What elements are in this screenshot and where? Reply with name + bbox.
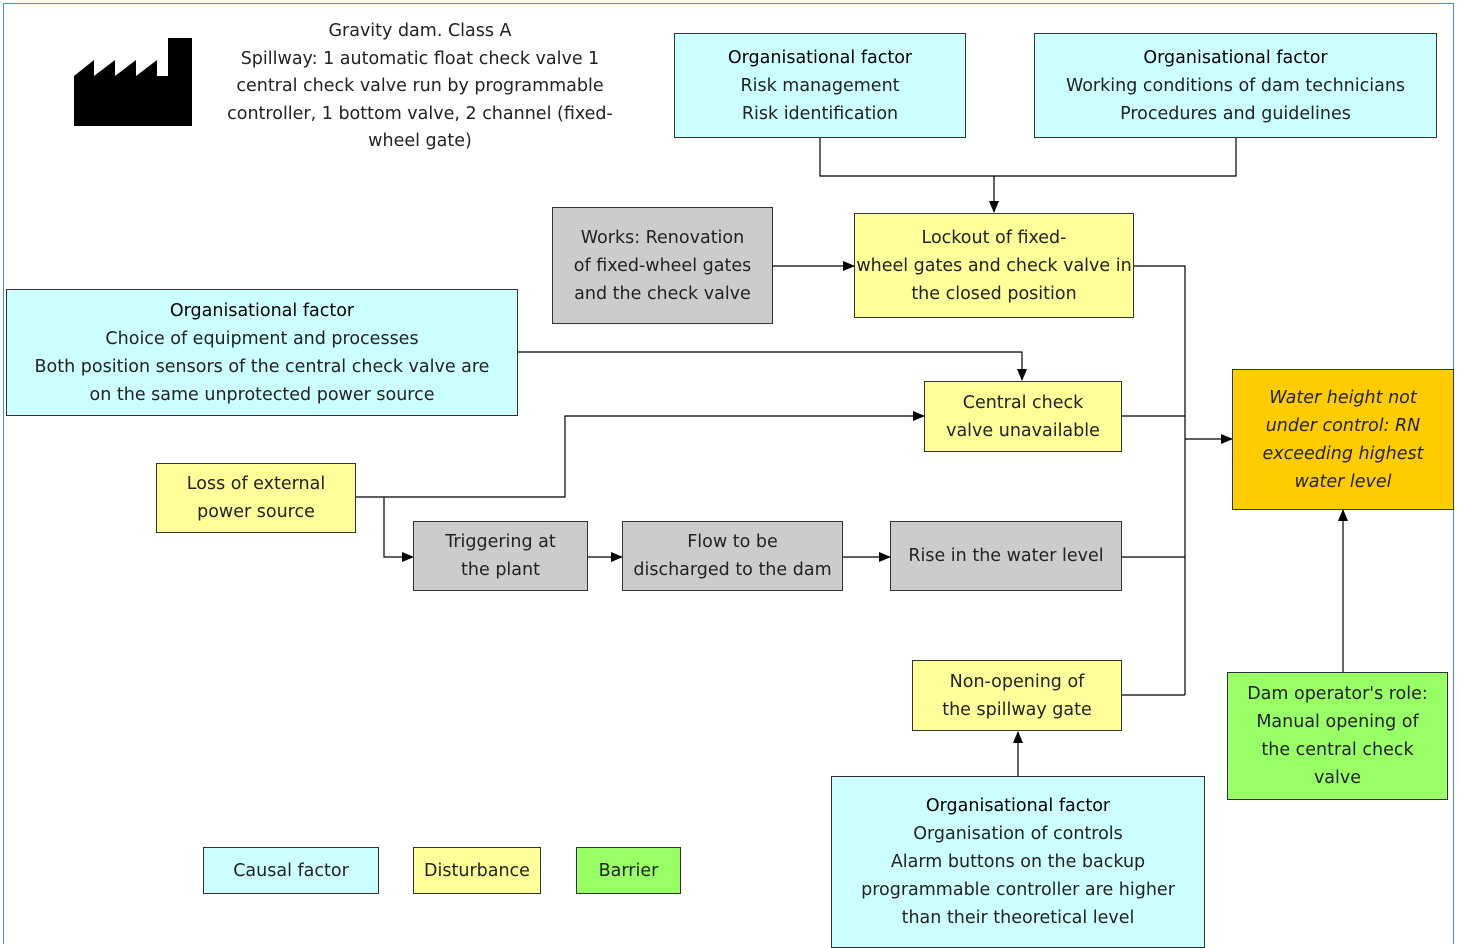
org-factor-risk-management: Organisational factor Risk management Ri…: [674, 33, 966, 138]
arrow-org-choice-to-central: [518, 351, 1027, 381]
org-factor-working-conditions: Organisational factor Working conditions…: [1034, 33, 1437, 138]
org-factor-organisation-of-controls: Organisational factor Organisation of co…: [831, 776, 1205, 948]
disturbance-non-opening-spillway: Non-opening of the spillway gate: [912, 660, 1122, 731]
connector-org-risk-to-lockout: [819, 138, 1237, 177]
event-rise-in-water-level: Rise in the water level: [890, 521, 1122, 591]
barrier-dam-operator: Dam operator's role: Manual opening of t…: [1227, 672, 1448, 800]
node-heading: Organisational factor: [1143, 47, 1328, 68]
legend-barrier: Barrier: [576, 847, 681, 894]
disturbance-lockout: Lockout of fixed- wheel gates and check …: [854, 213, 1134, 318]
event-flow-discharged: Flow to be discharged to the dam: [622, 521, 843, 591]
disturbance-central-check-valve: Central check valve unavailable: [924, 381, 1122, 452]
connector-lockout-to-collector: [1134, 265, 1186, 695]
node-heading: Organisational factor: [169, 300, 355, 321]
legend-disturbance: Disturbance: [413, 847, 541, 894]
arrow-loss-to-central: [356, 411, 925, 498]
arrow-loss-to-trigger: [383, 497, 414, 562]
factory-icon: [74, 38, 192, 126]
node-heading: Organisational factor: [727, 47, 913, 68]
org-factor-choice-of-equipment: Organisational factor Choice of equipmen…: [6, 289, 518, 416]
disturbance-loss-of-power: Loss of external power source: [156, 463, 356, 533]
event-works-renovation: Works: Renovation of fixed-wheel gates a…: [552, 207, 773, 324]
legend-causal-factor: Causal factor: [203, 847, 379, 894]
node-heading: Organisational factor: [925, 796, 1111, 816]
top-event-water-height: Water height not under control: RN excee…: [1232, 369, 1454, 510]
event-triggering-at-plant: Triggering at the plant: [413, 521, 588, 591]
dam-description: Gravity dam. Class A Spillway: 1 automat…: [227, 21, 613, 151]
